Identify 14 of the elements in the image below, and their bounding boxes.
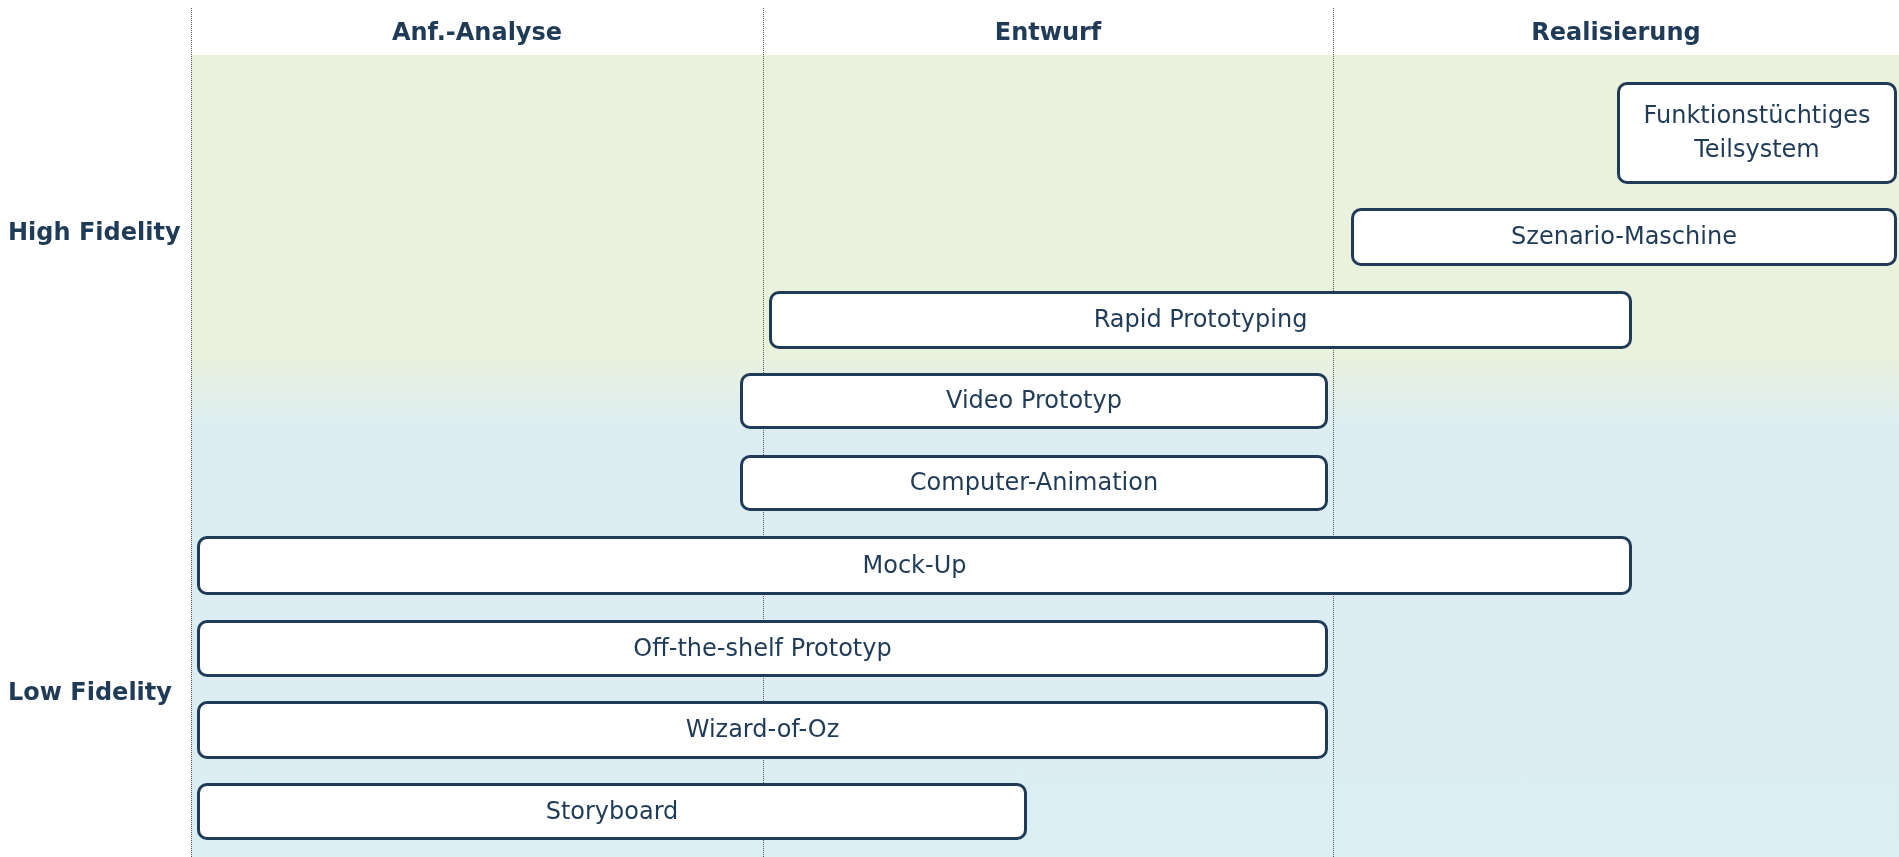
method-bar: Storyboard	[197, 783, 1027, 840]
method-bar: Computer-Animation	[740, 455, 1328, 511]
method-bar: Wizard-of-Oz	[197, 701, 1328, 759]
method-bar: Rapid Prototyping	[769, 291, 1632, 349]
column-heading: Realisierung	[1530, 18, 1702, 46]
column-heading: Entwurf	[993, 18, 1103, 46]
method-bar: Video Prototyp	[740, 373, 1328, 429]
method-bar: Mock-Up	[197, 536, 1632, 595]
row-label: High Fidelity	[8, 218, 181, 246]
method-bar: Off-the-shelf Prototyp	[197, 620, 1328, 677]
column-heading: Anf.-Analyse	[390, 18, 564, 46]
method-bar: Funktionstüchtiges Teilsystem	[1617, 82, 1897, 184]
row-label: Low Fidelity	[8, 678, 172, 706]
method-bar: Szenario-Maschine	[1351, 208, 1897, 266]
